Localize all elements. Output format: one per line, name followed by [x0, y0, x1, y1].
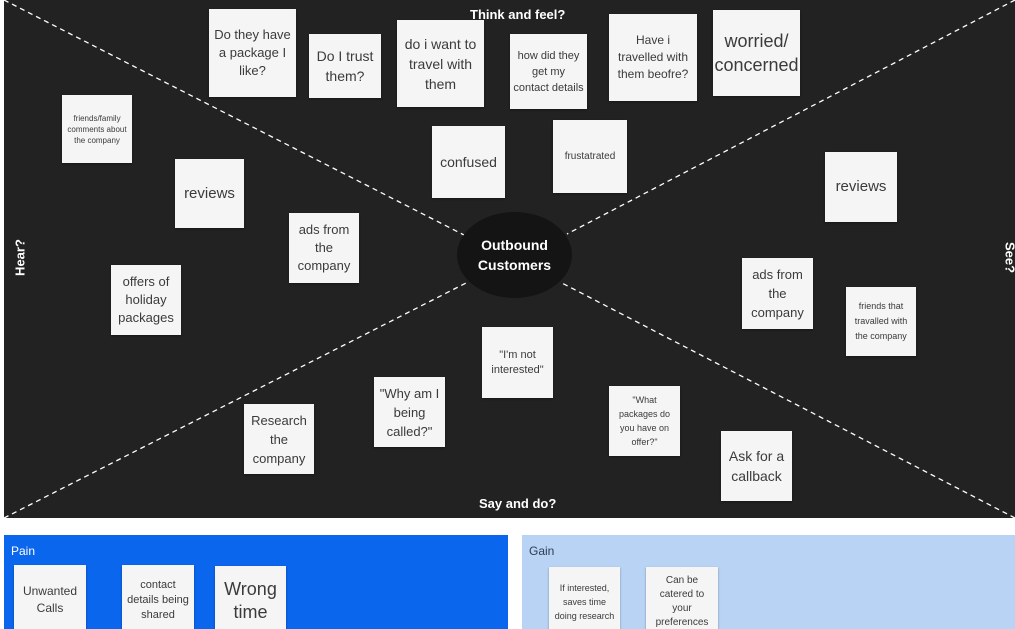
diagonal-dividers — [4, 0, 1015, 518]
sticky-note[interactable]: "I'm not interested" — [482, 327, 553, 398]
sticky-note[interactable]: If interested, saves time doing research — [549, 567, 620, 629]
sticky-note[interactable]: reviews — [175, 159, 244, 228]
sticky-note[interactable]: offers of holiday packages — [111, 265, 181, 335]
sticky-note[interactable]: do i want to travel with them — [397, 20, 484, 107]
sticky-note[interactable]: Can be catered to your preferences — [646, 567, 718, 629]
quadrant-label-say-do: Say and do? — [479, 496, 557, 511]
sticky-note[interactable]: Do I trust them? — [309, 34, 381, 98]
quadrant-label-think-feel: Think and feel? — [470, 7, 566, 22]
sticky-note[interactable]: confused — [432, 126, 505, 198]
center-persona-label: Outbound Customers — [457, 212, 572, 298]
sticky-note[interactable]: Unwanted Calls — [14, 565, 86, 629]
gain-title: Gain — [529, 544, 555, 558]
sticky-note[interactable]: Have i travelled with them beofre? — [609, 14, 697, 101]
empathy-map-board: Think and feel? Say and do? Hear? See? O… — [4, 0, 1015, 518]
sticky-note[interactable]: contact details being shared — [122, 565, 194, 629]
sticky-note[interactable]: Do they have a package I like? — [209, 9, 296, 97]
sticky-note[interactable]: friends/family comments about the compan… — [62, 95, 132, 163]
sticky-note[interactable]: Wrong time — [215, 566, 286, 629]
sticky-note[interactable]: ads from the company — [742, 258, 813, 329]
sticky-note[interactable]: ads from the company — [289, 213, 359, 283]
sticky-note[interactable]: "What packages do you have on offer?" — [609, 386, 680, 456]
pain-panel: Pain Unwanted Calls contact details bein… — [4, 535, 508, 629]
sticky-note[interactable]: frustatrated — [553, 120, 627, 193]
divider-top-left — [4, 0, 467, 237]
divider-bottom-left — [4, 281, 469, 518]
divider-top-right — [566, 0, 1015, 235]
sticky-note[interactable]: how did they get my contact details — [510, 34, 587, 109]
pain-title: Pain — [11, 544, 36, 558]
gain-panel: Gain If interested, saves time doing res… — [522, 535, 1015, 629]
divider-bottom-right — [559, 281, 1015, 518]
quadrant-label-see: See? — [1002, 241, 1015, 274]
quadrant-label-hear: Hear? — [12, 239, 28, 276]
sticky-note[interactable]: reviews — [825, 152, 897, 222]
sticky-note[interactable]: Research the company — [244, 404, 314, 474]
sticky-note[interactable]: friends that travalled with the company — [846, 287, 916, 356]
sticky-note[interactable]: worried/ concerned — [713, 10, 800, 96]
sticky-note[interactable]: Ask for a callback — [721, 431, 792, 501]
sticky-note[interactable]: "Why am I being called?" — [374, 377, 445, 447]
